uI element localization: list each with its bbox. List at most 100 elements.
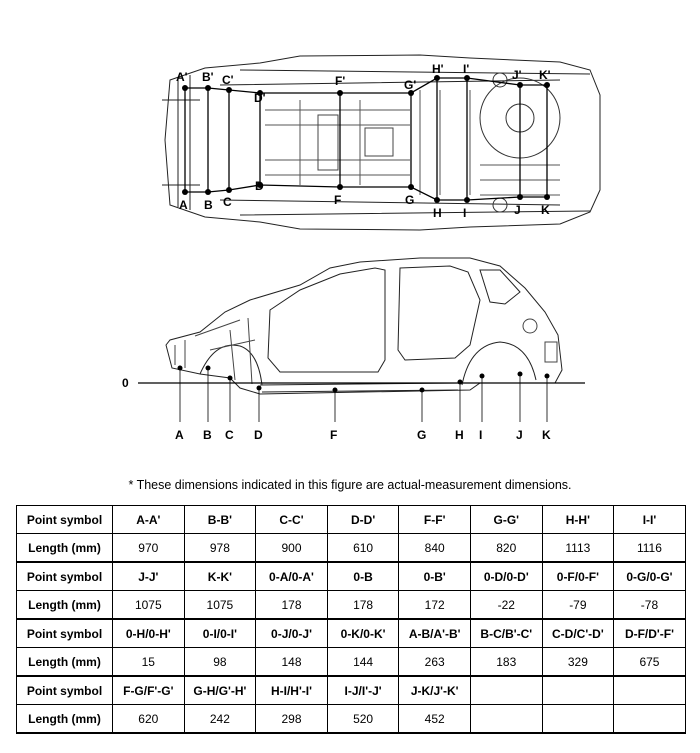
point-symbol-cell: B-C/B'-C' — [469, 618, 543, 648]
floor-ribs — [265, 90, 441, 195]
label-f-prime: F' — [335, 74, 345, 88]
point-symbol-cell: I-I' — [613, 505, 686, 534]
bottom-view-points — [182, 75, 550, 203]
length-cell: 178 — [255, 590, 328, 620]
length-cell — [613, 704, 686, 734]
point-symbol-cell: H-H' — [541, 505, 615, 534]
bottom-view-labels: A B C D F G H I J K — [179, 179, 550, 220]
length-cell: 1116 — [613, 533, 686, 563]
point-symbol-cell: 0-G/0-G' — [613, 561, 686, 591]
length-cell: 98 — [183, 647, 257, 677]
point-symbol-cell: B-B' — [183, 505, 257, 534]
sill — [259, 382, 461, 393]
point-symbol-cell: D-D' — [326, 505, 400, 534]
length-cell: -79 — [541, 590, 615, 620]
length-header: Length (mm) — [16, 704, 113, 734]
rear-mount-left — [492, 72, 508, 88]
point-symbol-cell: A-A' — [112, 505, 185, 534]
label-i: I — [463, 206, 466, 220]
label-g: G — [405, 193, 414, 207]
length-cell: 178 — [326, 590, 400, 620]
side-label-g: G — [417, 428, 426, 442]
length-cell — [541, 704, 615, 734]
point-symbol-cell: G-H/G'-H' — [183, 675, 257, 705]
underbody-outline — [164, 54, 601, 231]
point-symbol-cell: 0-K/0-K' — [326, 618, 400, 648]
side-view-labels: A B C D F G H I J K — [175, 428, 551, 442]
length-cell: 1113 — [541, 533, 615, 563]
point-symbol-cell: 0-I/0-I' — [183, 618, 257, 648]
measurement-note: * These dimensions indicated in this fig… — [128, 478, 572, 492]
point-symbol-cell: K-K' — [183, 561, 257, 591]
floor-tunnel — [317, 114, 339, 171]
label-c: C — [223, 195, 232, 209]
front-subframe — [162, 75, 200, 210]
body-dimension-figure: A' B' C' D' F' G' H' I' J' K' A B C D F … — [122, 54, 601, 442]
floor-panel — [364, 127, 394, 157]
length-cell: 15 — [112, 647, 185, 677]
rear-lamp-area — [544, 341, 558, 363]
side-view-points — [177, 365, 550, 393]
point-symbol-cell: J-J' — [112, 561, 185, 591]
point-symbol-cell: F-G/F'-G' — [112, 675, 185, 705]
length-cell: 970 — [112, 533, 185, 563]
label-b: B — [204, 198, 213, 212]
length-cell: -22 — [469, 590, 543, 620]
length-cell: 840 — [398, 533, 471, 563]
side-label-c: C — [225, 428, 234, 442]
length-cell: 620 — [112, 704, 185, 734]
front-structure — [174, 317, 256, 385]
length-cell: 1075 — [112, 590, 185, 620]
length-cell: 144 — [326, 647, 400, 677]
side-label-f: F — [330, 428, 337, 442]
point-symbol-cell — [541, 675, 615, 705]
length-header: Length (mm) — [16, 590, 113, 620]
point-symbol-cell: H-I/H'-I' — [255, 675, 328, 705]
length-cell: -78 — [613, 590, 686, 620]
length-cell: 820 — [469, 533, 543, 563]
label-d: D — [255, 179, 264, 193]
side-label-b: B — [203, 428, 212, 442]
quarter-window — [479, 269, 521, 305]
label-a: A — [179, 198, 188, 212]
rear-panel-hole — [522, 318, 538, 334]
rear-mount-right — [492, 197, 508, 213]
point-symbol-cell: 0-H/0-H' — [112, 618, 185, 648]
point-symbol-cell — [469, 675, 543, 705]
length-cell: 520 — [326, 704, 400, 734]
point-symbol-header: Point symbol — [16, 505, 113, 534]
label-a-prime: A' — [176, 70, 188, 84]
length-cell: 148 — [255, 647, 328, 677]
side-label-k: K — [542, 428, 551, 442]
point-symbol-cell: C-D/C'-D' — [541, 618, 615, 648]
bottom-view-primed-labels: A' B' C' D' F' G' H' I' J' K' — [176, 62, 551, 105]
point-symbol-header: Point symbol — [16, 561, 113, 591]
point-symbol-cell: D-F/D'-F' — [613, 618, 686, 648]
length-header: Length (mm) — [16, 533, 113, 563]
length-cell: 675 — [613, 647, 686, 677]
length-cell: 263 — [398, 647, 471, 677]
label-h: H — [433, 206, 442, 220]
length-cell: 329 — [541, 647, 615, 677]
label-c-prime: C' — [222, 73, 234, 87]
rear-wheel-arch — [461, 341, 537, 386]
point-symbol-cell: 0-F/0-F' — [541, 561, 615, 591]
label-k-prime: K' — [539, 68, 551, 82]
side-label-j: J — [516, 428, 523, 442]
label-g-prime: G' — [404, 78, 416, 92]
label-f: F — [334, 193, 341, 207]
zero-label: 0 — [122, 376, 129, 390]
label-j: J — [514, 203, 521, 217]
length-cell — [469, 704, 543, 734]
length-cell: 242 — [183, 704, 257, 734]
label-i-prime: I' — [463, 62, 469, 76]
side-label-d: D — [254, 428, 263, 442]
